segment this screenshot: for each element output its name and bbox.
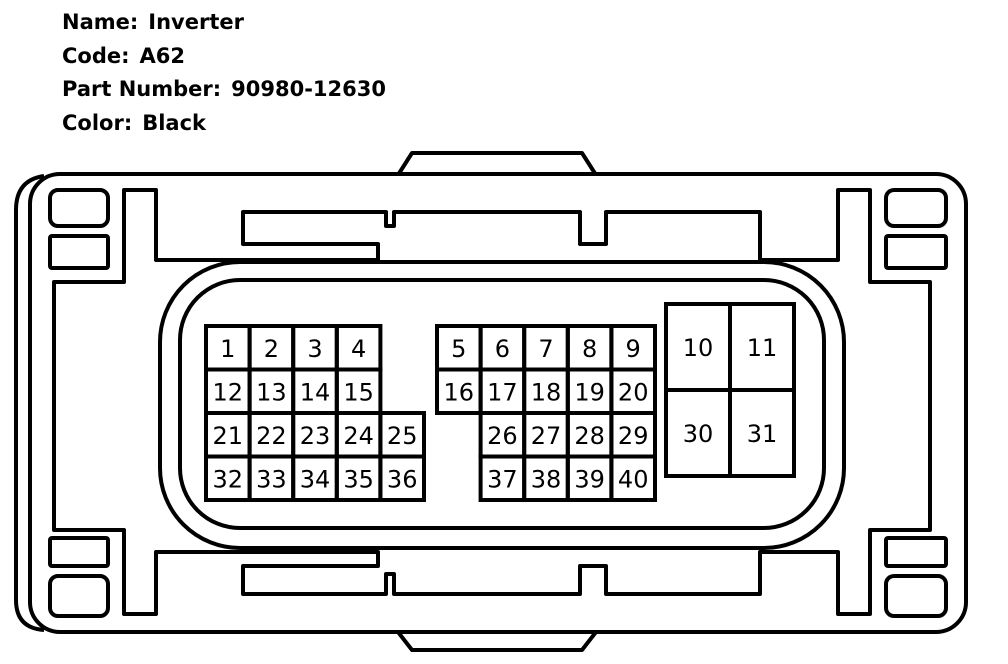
pin-label-30: 30 [683,420,714,448]
pin-label-32: 32 [213,465,244,493]
pin-label-21: 21 [213,422,244,450]
pin-label-33: 33 [256,465,287,493]
corner-latch-bottom-left [48,536,110,568]
part-number-row: Part Number: 90980-12630 [62,75,386,109]
pin-label-29: 29 [618,422,649,450]
code-row: Code: A62 [62,42,386,76]
inner-frame [52,188,932,616]
pin-label-38: 38 [531,465,562,493]
pin-label-20: 20 [618,378,649,406]
corner-latch-top-left-lower [48,234,110,270]
code-value: A62 [139,43,185,68]
pin-label-31: 31 [747,420,778,448]
part-number-value: 90980-12630 [231,77,386,101]
corner-latch-bottom-left-lower [48,574,110,618]
pin-label-15: 15 [343,378,374,406]
pin-label-22: 22 [256,422,287,450]
pin-label-24: 24 [343,422,374,450]
pin-label-10: 10 [683,334,714,362]
pin-label-18: 18 [531,378,562,406]
pin-label-16: 16 [444,378,475,406]
pin-label-27: 27 [531,422,562,450]
bottom-latch-tab [396,630,598,652]
pin-label-37: 37 [487,465,518,493]
pin-label-36: 36 [387,465,418,493]
pin-label-9: 9 [626,335,641,363]
pin-label-26: 26 [487,422,518,450]
pin-label-4: 4 [351,335,366,363]
pin-label-2: 2 [264,335,279,363]
code-label: Code: [62,43,130,68]
pin-cell-36 [378,454,426,502]
pin-label-34: 34 [300,465,331,493]
pin-label-5: 5 [451,335,466,363]
corner-latch-bottom-right [884,536,948,568]
corner-latch-bottom-right-lower [884,574,948,618]
corner-latch-top-left [48,188,110,228]
color-value: Black [142,110,207,135]
pin-label-23: 23 [300,422,331,450]
pin-label-11: 11 [747,334,778,362]
connector-info: Name: Inverter Code: A62 Part Number: 90980… [62,8,386,142]
name-label: Name: [62,10,139,34]
part-number-label: Part Number: [62,77,222,101]
cavity-inner-wall [178,278,826,530]
pin-label-13: 13 [256,378,287,406]
pin-label-7: 7 [538,335,553,363]
pin-label-1: 1 [220,335,235,363]
pin-label-40: 40 [618,465,649,493]
cavity-outer-wall [158,260,846,550]
color-label: Color: [62,110,133,135]
pin-label-8: 8 [582,335,597,363]
corner-latch-top-right [884,188,948,228]
pin-cell-31 [728,388,796,478]
pin-label-25: 25 [387,422,418,450]
pin-label-39: 39 [574,465,605,493]
pin-cell-40 [609,454,658,502]
corner-latch-top-right-lower [884,234,948,270]
pin-label-3: 3 [307,335,322,363]
name-value: Inverter [148,10,244,34]
pin-label-17: 17 [487,378,518,406]
pin-label-28: 28 [574,422,605,450]
top-latch-tab [396,151,598,177]
name-row: Name: Inverter [62,8,386,42]
outer-housing [28,172,968,634]
pin-label-35: 35 [343,465,374,493]
color-row: Color: Black [62,109,386,143]
pin-label-6: 6 [495,335,510,363]
housing-back-edge [14,174,45,632]
pin-label-14: 14 [300,378,331,406]
pin-label-19: 19 [574,378,605,406]
pin-label-12: 12 [213,378,244,406]
